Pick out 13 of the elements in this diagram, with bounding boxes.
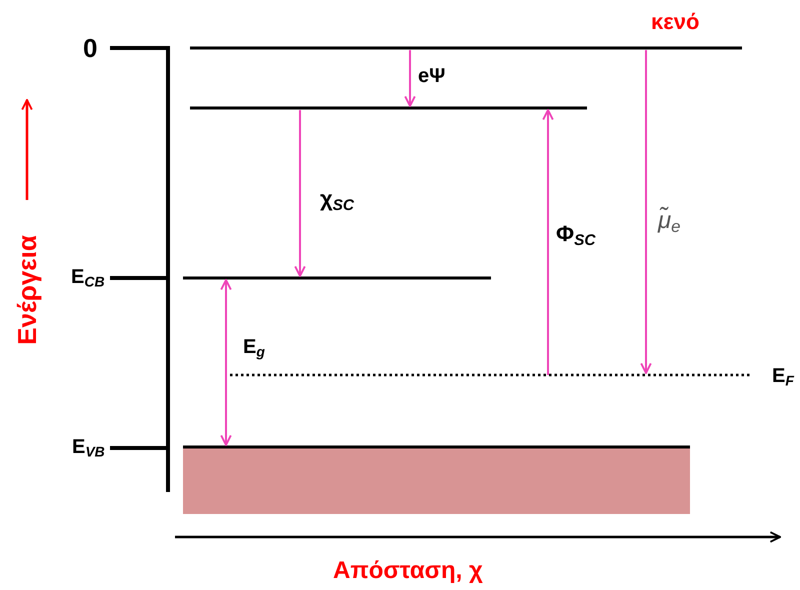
level-label: E$_{CB}$ <box>71 267 105 288</box>
axis-title: Ενέργεια <box>14 235 40 345</box>
level-label: E$_{VB}$ <box>72 437 105 458</box>
level-label: E$_{F}$ <box>772 366 794 388</box>
symbol-label: χ$_{SC}$ <box>320 188 354 213</box>
symbol-label: Φ$_{SC}$ <box>556 222 596 248</box>
axis-title: Απόσταση, χ <box>333 559 483 583</box>
symbol-label: E$_{g}$ <box>243 337 265 358</box>
level-value: 0 <box>83 35 98 61</box>
valence-band-bar <box>183 448 690 514</box>
vacuum-label: κενό <box>651 11 700 33</box>
symbol-label: μ̃$_{e}$ <box>658 208 680 236</box>
symbol-label: eΨ <box>418 66 446 86</box>
